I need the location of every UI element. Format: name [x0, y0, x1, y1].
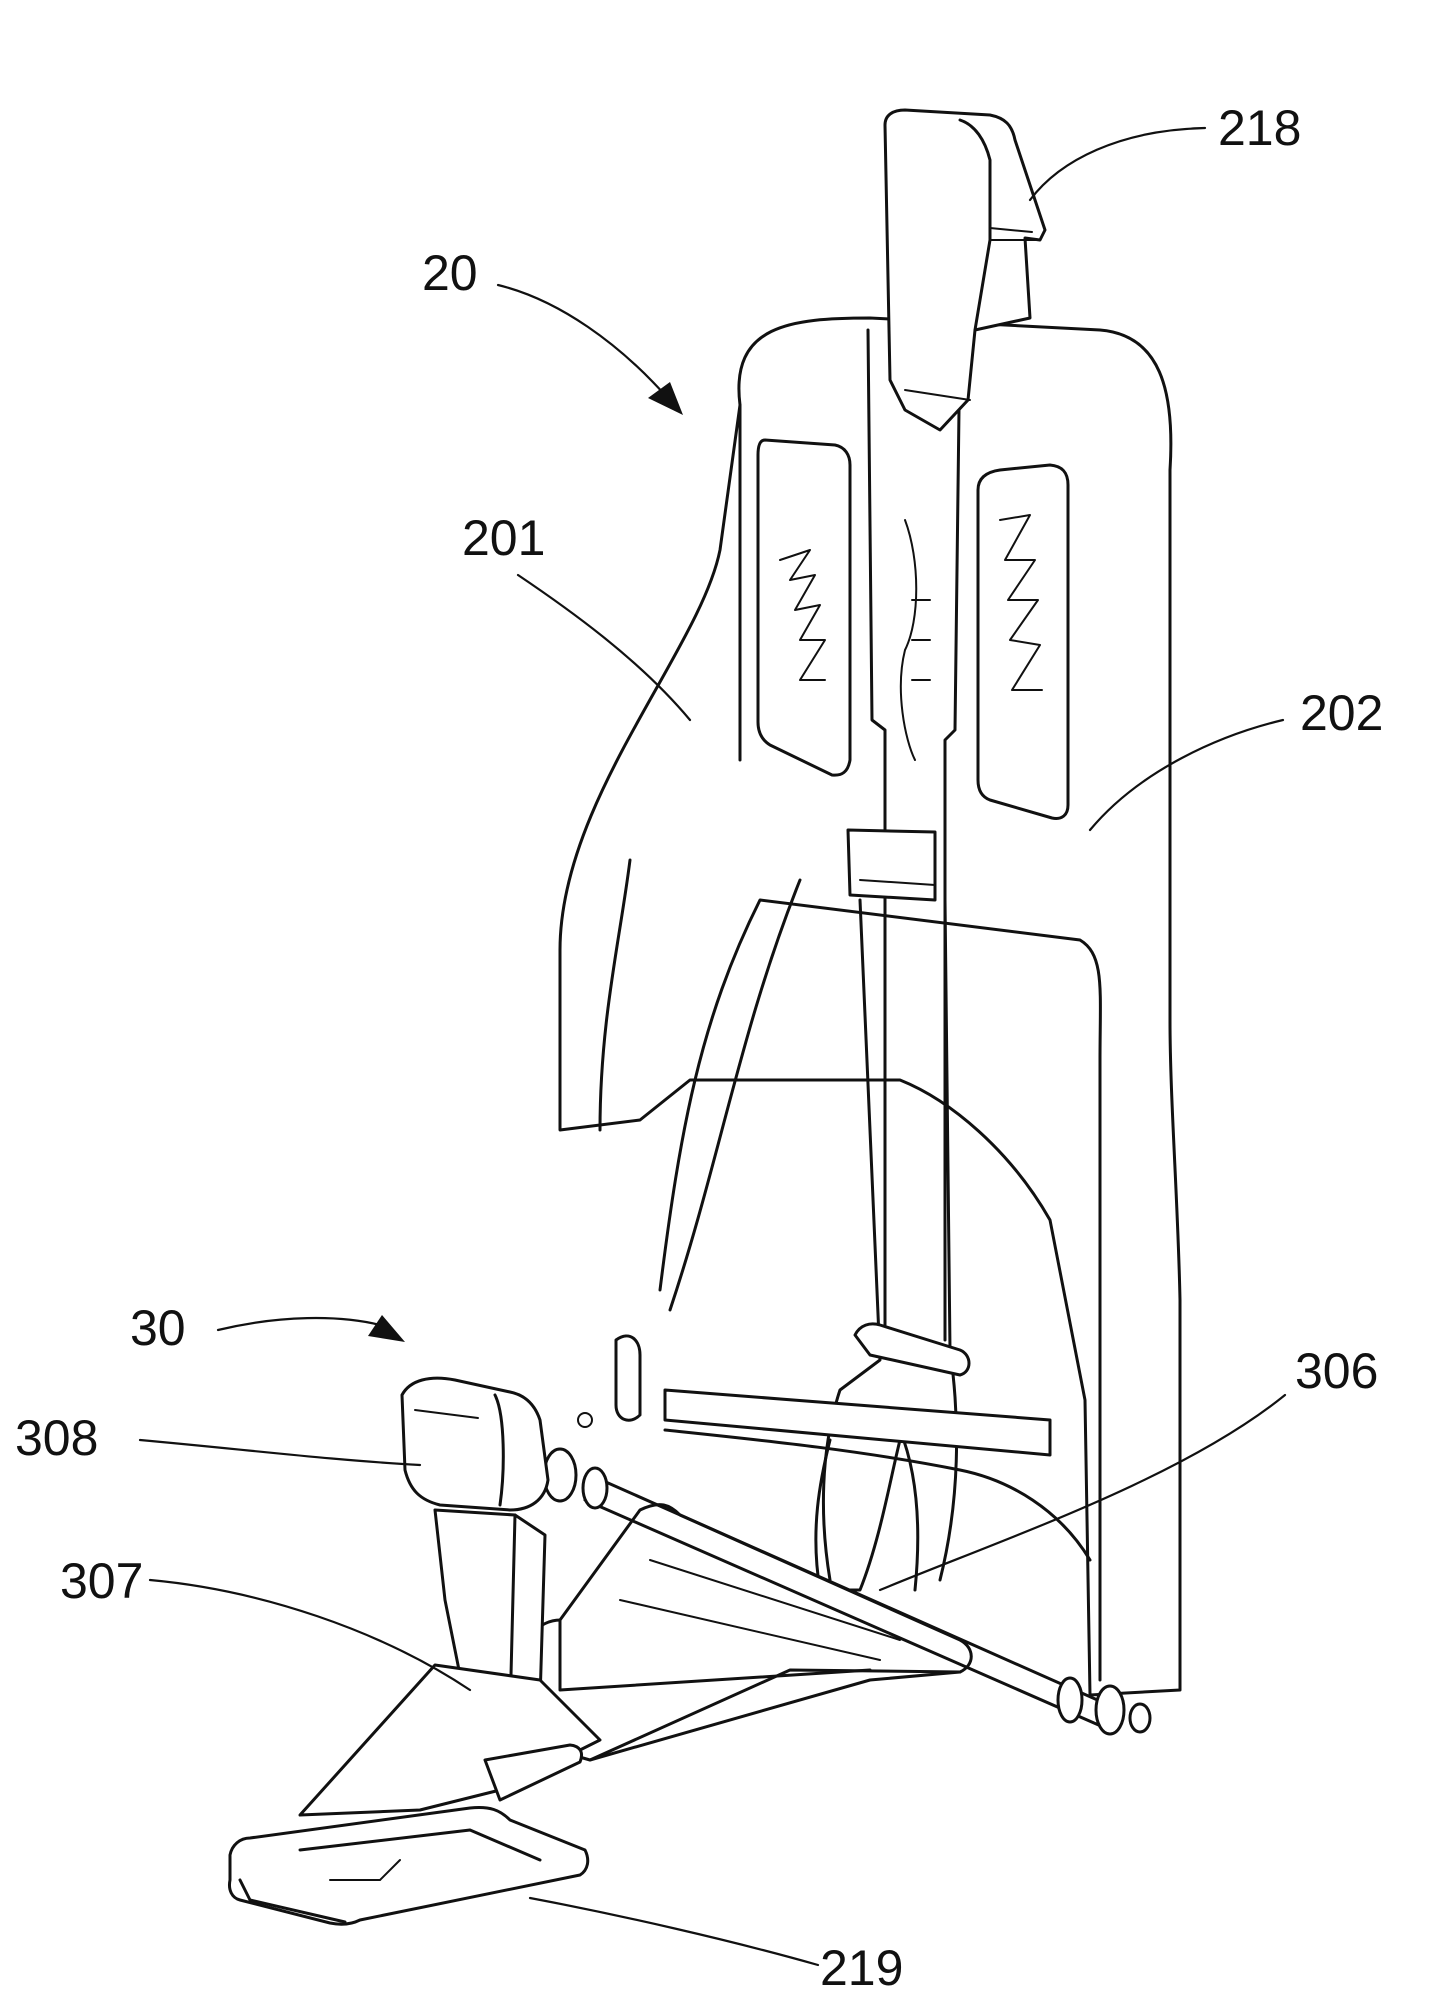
label-201: 201	[462, 510, 545, 566]
label-307: 307	[60, 1553, 143, 1609]
base-assembly-30	[520, 1449, 1150, 1760]
leader-219	[530, 1898, 818, 1965]
label-202: 202	[1300, 685, 1383, 741]
backrest-frame	[560, 318, 1180, 1695]
label-20: 20	[422, 245, 478, 301]
leader-20	[498, 285, 665, 395]
label-308: 308	[15, 1410, 98, 1466]
arrow-20	[648, 382, 683, 415]
leader-308	[140, 1440, 420, 1465]
foot-219	[229, 1665, 600, 1924]
label-219: 219	[820, 1940, 903, 1996]
label-306: 306	[1295, 1343, 1378, 1399]
label-30: 30	[130, 1300, 186, 1356]
label-218: 218	[1218, 100, 1301, 156]
leader-218	[1030, 128, 1205, 200]
leader-30	[218, 1318, 380, 1330]
leader-307	[150, 1580, 470, 1690]
arrow-30	[368, 1315, 405, 1342]
knob-308	[402, 1378, 548, 1510]
